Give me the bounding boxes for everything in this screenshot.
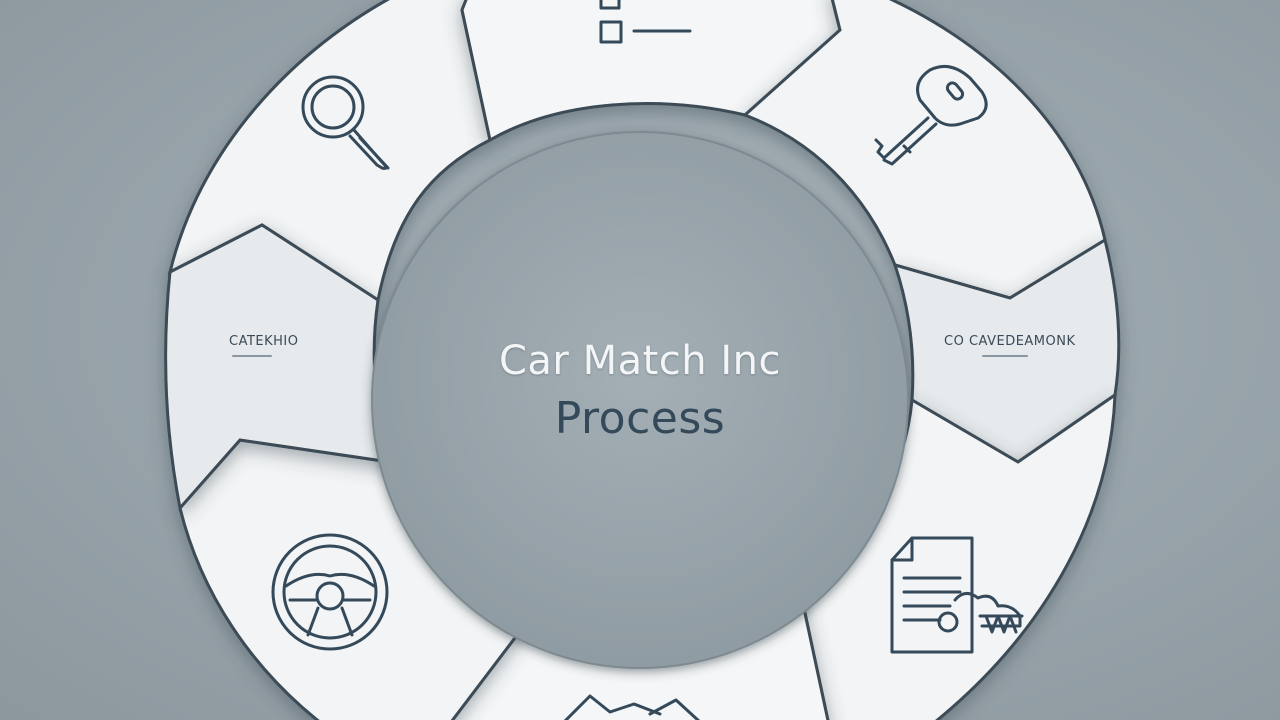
segment-left-sub-line bbox=[232, 355, 272, 357]
segment-top-right bbox=[742, 0, 1107, 300]
steering-wheel-icon bbox=[271, 533, 389, 651]
handshake-icon bbox=[563, 694, 701, 720]
segment-right-sub-line bbox=[982, 355, 1028, 357]
diagram-subtitle: Process bbox=[554, 393, 726, 444]
segment-left bbox=[164, 223, 393, 512]
checklist-icon bbox=[599, 0, 692, 44]
magnifying-glass-icon bbox=[301, 75, 390, 170]
contract-document-icon bbox=[890, 536, 1024, 654]
car-key-icon bbox=[874, 64, 988, 166]
segment-top-left bbox=[167, 0, 492, 303]
segment-right-label: CO CAVEDEAMONK bbox=[944, 334, 1076, 349]
diagram-title: Car Match Inc bbox=[498, 338, 781, 384]
segment-left-label: CATEKHIO bbox=[229, 334, 299, 349]
center-hub bbox=[371, 131, 909, 669]
